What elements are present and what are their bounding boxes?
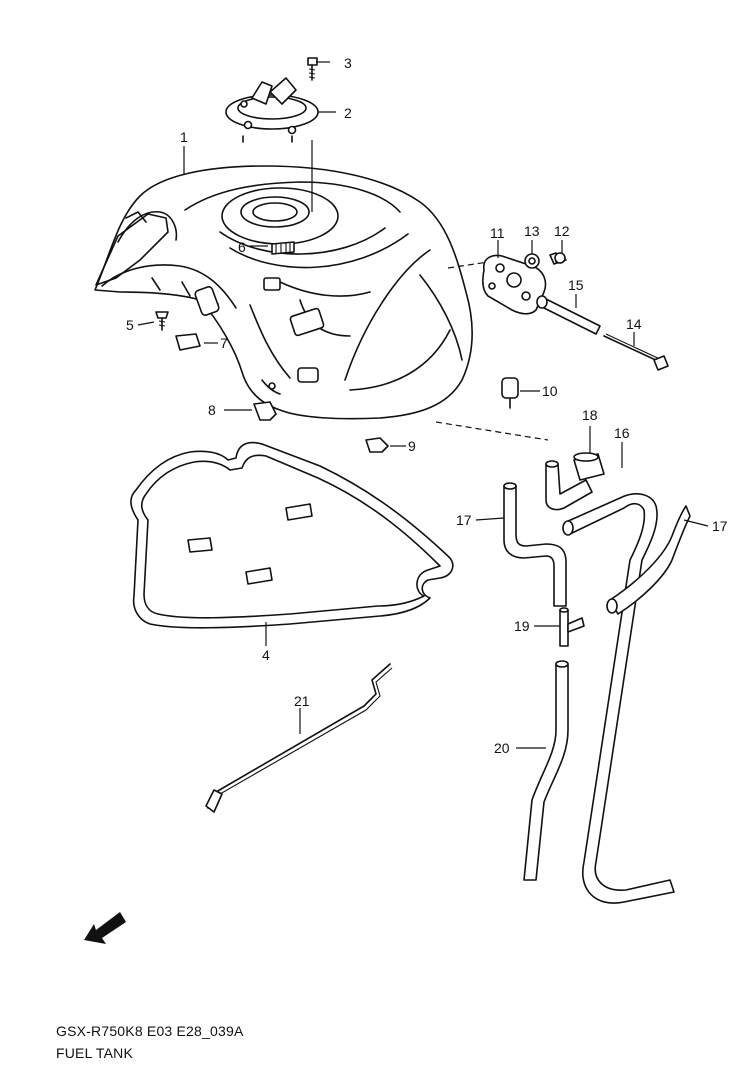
rubber-pad	[271, 241, 295, 255]
callout-4: 4	[262, 647, 270, 663]
callout-9: 9	[408, 438, 416, 454]
clamp	[365, 437, 389, 453]
tank-tray	[130, 441, 454, 629]
callout-20: 20	[494, 740, 510, 756]
callout-19: 19	[514, 618, 530, 634]
callout-15: 15	[568, 277, 584, 293]
assembly-line	[435, 421, 549, 441]
leader-lines	[137, 61, 709, 749]
diagram-title: FUEL TANK	[56, 1045, 134, 1061]
callout-7: 7	[220, 335, 228, 351]
hinge-bracket	[482, 254, 547, 315]
callout-3: 3	[344, 55, 352, 71]
hose-17-right	[606, 505, 691, 615]
callout-8: 8	[208, 402, 216, 418]
rubber-mount	[501, 377, 519, 409]
cushion-block	[175, 333, 201, 351]
callout-21: 21	[294, 693, 310, 709]
hose-16	[562, 493, 675, 904]
assembly-line	[447, 261, 489, 269]
callout-10: 10	[542, 383, 558, 399]
callout-16: 16	[614, 425, 630, 441]
callout-14: 14	[626, 316, 642, 332]
callout-1: 1	[180, 129, 188, 145]
bushing	[524, 253, 540, 269]
hose-17-left	[503, 460, 593, 607]
callout-2: 2	[344, 105, 352, 121]
hose-18-sleeve	[573, 452, 605, 481]
callout-12: 12	[554, 223, 570, 239]
long-bolt	[603, 333, 669, 371]
bolt-short	[549, 252, 567, 265]
hose-20	[523, 660, 569, 881]
callout-17-left: 17	[456, 512, 472, 528]
callout-5: 5	[126, 317, 134, 333]
callout-17-right: 17	[712, 518, 728, 534]
support-rod	[205, 663, 393, 813]
diagram-code: GSX-R750K8 E03 E28_039A	[56, 1023, 244, 1039]
forward-direction-arrow	[84, 912, 126, 944]
callout-13: 13	[524, 223, 540, 239]
callout-18: 18	[582, 407, 598, 423]
callout-6: 6	[238, 239, 246, 255]
callout-11: 11	[490, 225, 505, 241]
cap-bolt	[307, 57, 318, 81]
screw	[155, 311, 169, 331]
fuel-tank	[94, 165, 474, 420]
t-joint	[559, 607, 585, 647]
collar	[536, 295, 601, 335]
fuel-cap-assembly	[225, 77, 319, 143]
clip	[253, 401, 277, 421]
